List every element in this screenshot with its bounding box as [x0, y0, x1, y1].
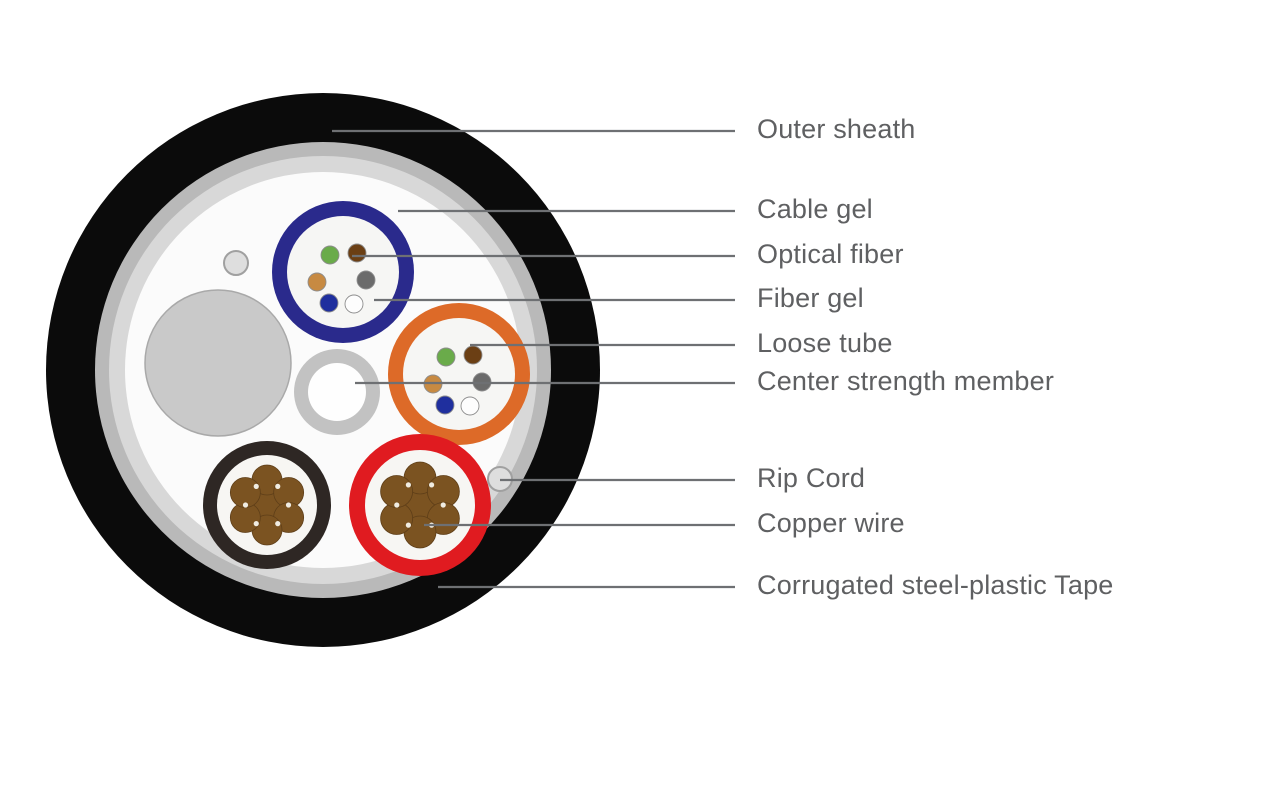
- copper-strand-interstice: [405, 522, 411, 528]
- fiber-gel: [287, 216, 399, 328]
- copper-strand-interstice: [275, 521, 281, 527]
- callout-label-copper-wire: Copper wire: [757, 508, 905, 538]
- center-strength-member-inner: [308, 363, 366, 421]
- callout-label-optical-fiber: Optical fiber: [757, 239, 904, 269]
- optical-fiber-green-fiber: [320, 245, 340, 265]
- callout-label-rip-cord: Rip Cord: [757, 463, 865, 493]
- copper-strand-interstice: [242, 502, 249, 508]
- copper-strand-interstice: [440, 502, 446, 508]
- copper-strand-interstice: [253, 521, 259, 527]
- callout-label-corrugated-tape: Corrugated steel-plastic Tape: [757, 570, 1114, 600]
- optical-fiber-brown-fiber: [463, 345, 483, 365]
- copper-strand-interstice: [429, 482, 435, 488]
- center-strength-member-group: [294, 349, 380, 435]
- copper-strand-interstice: [394, 502, 400, 508]
- loose-tube-blue-tube: [272, 201, 414, 343]
- optical-fiber-blue-fiber: [319, 293, 339, 313]
- copper-strand-interstice: [405, 482, 411, 488]
- callout-label-outer-sheath: Outer sheath: [757, 114, 916, 144]
- optical-fiber-blue-fiber: [435, 395, 455, 415]
- optical-fiber-green-fiber: [436, 347, 456, 367]
- loose-tube-group: [272, 201, 530, 445]
- optical-fiber-white-fiber: [460, 396, 480, 416]
- optical-fiber-brown-fiber: [347, 243, 367, 263]
- optical-fiber-orange-fiber: [307, 272, 327, 292]
- filler-rod-group: [144, 289, 292, 437]
- rip-cord: [223, 250, 249, 276]
- optical-fiber-grey-fiber: [356, 270, 376, 290]
- copper-strand-interstice: [253, 483, 259, 489]
- loose-tube-orange-tube: [388, 303, 530, 445]
- copper-wire-red-copper: [349, 434, 491, 576]
- callout-label-cable-gel: Cable gel: [757, 194, 873, 224]
- filler-rod: [144, 289, 292, 437]
- copper-wire-black-copper: [203, 441, 331, 569]
- callout-label-center-strength-member: Center strength member: [757, 366, 1054, 396]
- copper-wire-group: [203, 434, 491, 576]
- callout-label-loose-tube: Loose tube: [757, 328, 893, 358]
- optical-fiber-white-fiber: [344, 294, 364, 314]
- copper-strand-interstice: [275, 483, 281, 489]
- fiber-gel: [403, 318, 515, 430]
- copper-strand-interstice: [285, 502, 292, 508]
- callout-label-fiber-gel: Fiber gel: [757, 283, 864, 313]
